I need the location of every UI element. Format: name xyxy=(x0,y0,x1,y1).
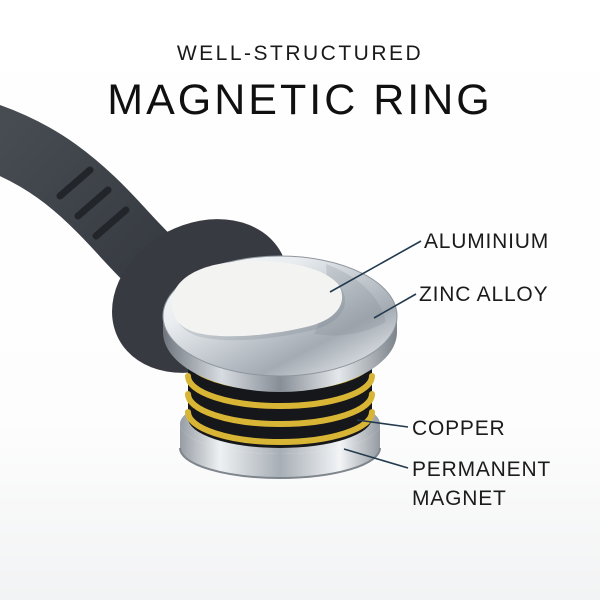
zinc-alloy-leader-line xyxy=(373,293,417,319)
callout-label-permanent-magnet: PERMANENT MAGNET xyxy=(412,458,551,511)
aluminium-leader-line xyxy=(329,240,422,293)
copper-leader-line xyxy=(356,419,409,428)
diagram-title: MAGNETIC RING xyxy=(107,76,493,124)
callout-label-zinc-alloy: ZINC ALLOY xyxy=(419,283,549,306)
diagram-header: WELL-STRUCTURED MAGNETIC RING xyxy=(0,0,600,125)
callout-label-copper: COPPER xyxy=(412,417,506,440)
aluminium-plate xyxy=(171,260,346,341)
cable-grooves xyxy=(56,166,130,240)
diagram-subtitle: WELL-STRUCTURED xyxy=(176,42,424,65)
magnetic-ring-stack xyxy=(162,255,398,479)
permanent-magnet-leader-line xyxy=(343,448,409,469)
callout-label-aluminium: ALUMINIUM xyxy=(424,230,550,253)
